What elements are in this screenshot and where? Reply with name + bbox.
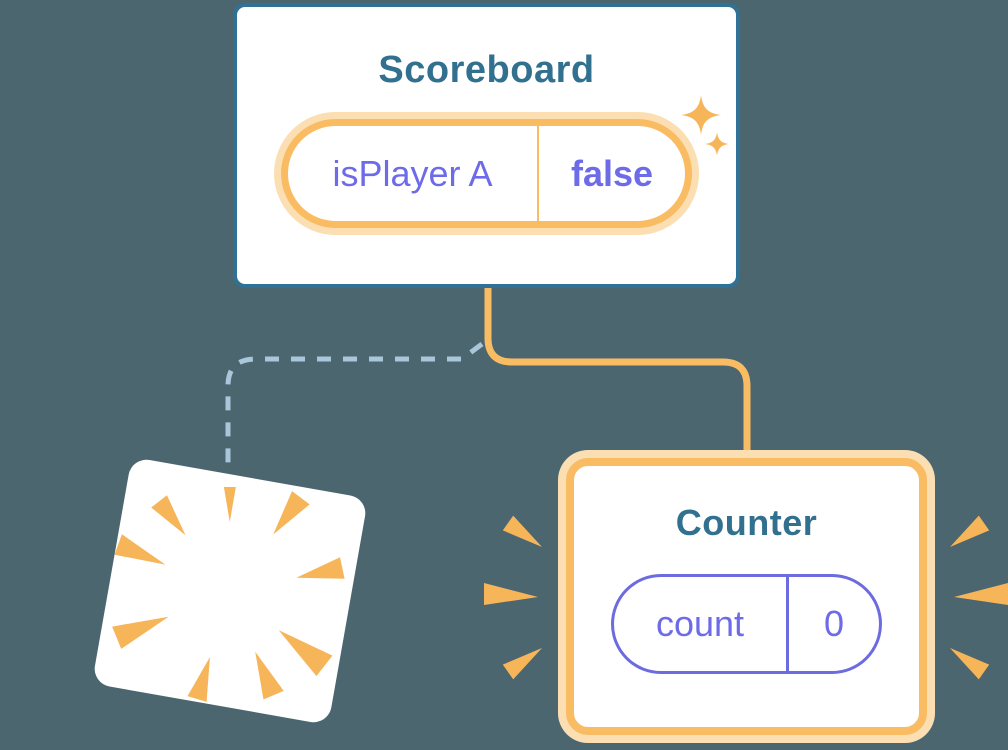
burst-right-icon [950,515,1008,680]
active-connector-line [484,287,751,456]
state-key: isPlayer A [332,152,493,194]
state-value: false [537,126,685,221]
counter-state-pill: count 0 [611,574,882,674]
counter-card-inner: Counter count 0 [566,458,927,735]
scoreboard-state-pill: isPlayer A false [274,112,699,235]
poof-icon [112,486,345,702]
state-key: count [655,603,745,644]
removed-connector-dashed-line [225,342,484,464]
counter-card: Counter count 0 [558,450,935,743]
counter-title: Counter [675,502,818,543]
scoreboard-title: Scoreboard [378,49,595,91]
burst-left-icon [484,515,542,680]
removed-component-card [91,456,369,726]
scoreboard-state-pill-ring: isPlayer A false [281,119,692,228]
state-value: 0 [786,577,879,671]
scoreboard-card: Scoreboard isPlayer A false [233,3,740,288]
